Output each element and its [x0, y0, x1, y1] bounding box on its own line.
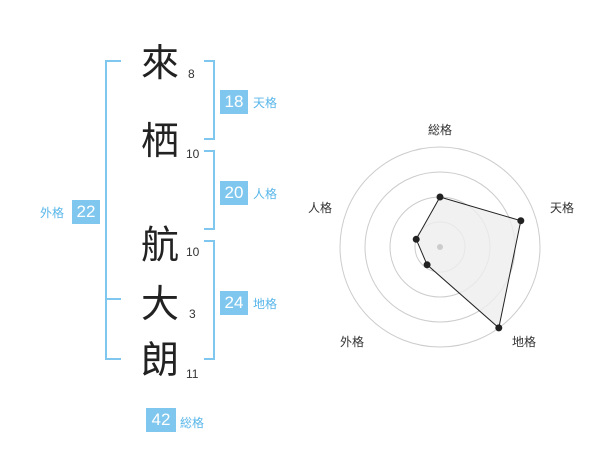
jinkaku-label: 人格	[253, 187, 278, 201]
soukaku-label: 総格	[180, 416, 205, 430]
radar-point-5	[412, 235, 420, 243]
stroke-count-2: 10	[186, 147, 200, 161]
radar-axis-label-tenkaku: 天格	[550, 200, 574, 215]
radar-polygon	[415, 196, 522, 329]
radar-axis-label-gaikaku: 外格	[340, 334, 364, 349]
stroke-count-3: 10	[186, 245, 200, 259]
gaikaku-label: 外格	[40, 206, 65, 220]
radar-points	[412, 193, 525, 332]
radar-point-2	[517, 217, 525, 225]
soukaku-value: 42	[146, 408, 176, 432]
radar-ring-4	[339, 146, 541, 348]
character-3: 航	[140, 223, 179, 267]
stroke-count-4: 3	[189, 307, 196, 321]
radar-axis-label-jinkaku: 人格	[308, 200, 332, 215]
character-4: 大	[140, 282, 179, 326]
radar-point-3	[495, 324, 503, 332]
radar-point-1	[436, 193, 444, 201]
stroke-count-1: 8	[188, 67, 195, 81]
radar-center-dot	[437, 244, 443, 250]
character-2: 栖	[140, 119, 179, 163]
character-1: 來	[140, 41, 179, 85]
radar-axis-label-soukaku: 総格	[428, 122, 452, 137]
gaikaku-value: 22	[72, 200, 100, 224]
stroke-count-5: 11	[186, 367, 199, 381]
jinkaku-value: 20	[220, 181, 248, 205]
tenkaku-label: 天格	[253, 96, 278, 110]
radar-chart: 総格 天格 地格 外格 人格	[308, 122, 574, 349]
character-5: 朗	[140, 338, 179, 382]
radar-point-4	[423, 261, 431, 269]
chikaku-label: 地格	[253, 297, 278, 311]
chikaku-value: 24	[220, 291, 248, 315]
tenkaku-value: 18	[220, 90, 248, 114]
radar-axis-label-chikaku: 地格	[512, 334, 536, 349]
